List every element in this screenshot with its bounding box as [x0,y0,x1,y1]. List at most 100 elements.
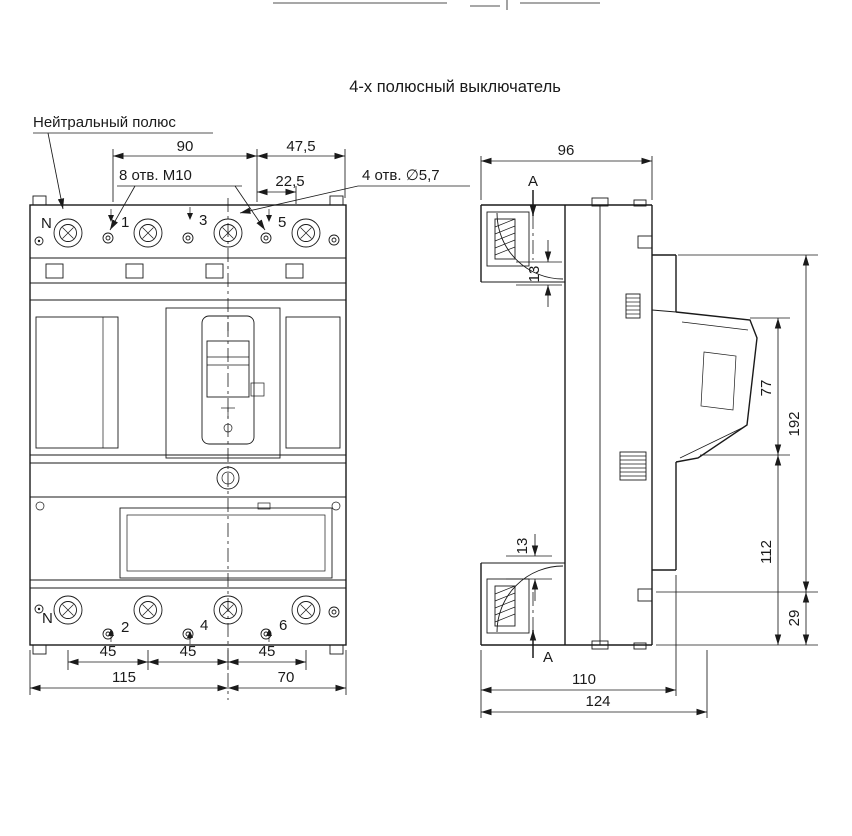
terminal-detail-bottom-part [494,599,516,609]
handle-assembly-part [165,307,281,459]
terminal-screws-bottom-part [53,595,83,625]
dim-192-label: 192 [786,411,803,436]
terminal-screws-top-part [34,236,44,246]
dim-13-top-label: 13 [526,266,543,283]
dim-90-label: 90 [177,138,194,155]
phase-barriers [45,263,304,279]
terminal-detail-bottom-part [494,592,516,602]
cover-clip [637,235,653,249]
label-plate-part [119,507,333,579]
terminal-detail-bottom-part [633,642,647,650]
dim-13-bottom-label: 13 [514,538,531,555]
front-cover-profile-part [651,309,677,313]
terminal-detail-bottom-part [494,585,516,595]
dim-70-label: 70 [278,669,295,686]
dim-110-label: 110 [572,671,596,688]
mount-tab [329,644,344,655]
callout-m10-label: 8 отв. М10 [119,167,192,184]
terminal-detail-top-part [496,212,564,280]
terminal-screws-bottom [34,595,340,645]
terminal-detail-top-part [494,225,516,235]
vent-grille [625,293,641,319]
terminal-screws-top-part [265,208,273,223]
terminal-screws-top-part [53,218,83,248]
terminal-detail-bottom-part [486,578,530,634]
cover-clip [637,588,653,602]
front-cover-profile-part [675,311,758,463]
front-cover-profile-part [681,321,749,331]
terminal-screws-top-part [291,218,321,248]
side-view [480,190,758,652]
terminal-screws-bottom-part [133,595,163,625]
terminal-screws-top [34,206,340,248]
side-dimensions: 96 А 13 77 112 192 29 13 А [480,142,818,718]
terminal-screws-top-part [102,232,114,244]
terminal-detail-bottom [486,565,647,650]
dim-45-label: 45 [180,643,197,660]
pole-label: 2 [121,619,129,636]
dim-124-label: 124 [585,693,610,710]
phase-barriers-part [285,263,304,279]
front-view: N 1 3 5 [29,195,347,700]
left-window [35,316,119,449]
pole-label: 3 [199,212,207,229]
pole-label: 6 [279,617,287,634]
section-mark-top: А [528,173,538,190]
terminal-detail-top-part [494,218,516,260]
pole-label: 1 [121,214,129,231]
terminal-detail-bottom-part [496,565,564,633]
terminal-screws-top-part [186,206,194,221]
mount-tab [329,195,344,206]
pole-label: 5 [278,214,286,231]
handle-slot [700,351,737,411]
crop-artifact [273,0,600,10]
label-plate-part [126,514,326,572]
terminal-detail-bottom-part [494,585,516,627]
front-dimensions-part [47,132,65,210]
terminal-detail-top-part [633,199,647,207]
pole-label: 4 [200,617,208,634]
phase-barriers-part [125,263,144,279]
handle-assembly[interactable] [165,307,281,459]
mount-tab [32,644,47,655]
terminal-detail-bottom-part [591,640,609,650]
terminal-screws-top-part [133,218,163,248]
terminal-detail-top-part [486,211,530,267]
test-button[interactable] [250,382,265,397]
callout-d57-label: 4 отв. ∅5,7 [362,167,440,184]
phase-barriers-part [45,263,64,279]
breaker-body [29,204,347,646]
callout-neutral-label: Нейтральный полюс [33,114,176,131]
terminal-screws-bottom-part [328,606,340,618]
front-dimensions: 90 47,5 22,5 8 отв. М10 4 отв. ∅5,7 Нейт… [29,114,470,695]
vent-grille [619,451,647,481]
dim-45-label: 45 [259,643,276,660]
front-dimensions-part [109,185,136,231]
pole-label: N [42,610,53,627]
terminal-screws-top-part [107,208,115,223]
dim-47-5-label: 47,5 [286,138,315,155]
dim-77-label: 77 [758,380,775,397]
dim-115-label: 115 [112,669,136,686]
terminal-detail-bottom-part [494,606,516,616]
front-dimensions-part [239,185,359,214]
terminal-screws-bottom-part [291,595,321,625]
section-mark-bottom: А [543,649,553,666]
dim-29-label: 29 [786,610,803,627]
mount-tab [32,195,47,206]
dim-96-label: 96 [558,142,575,159]
right-window [285,316,341,449]
terminal-screws-bottom-part [265,628,273,643]
phase-barriers-part [205,263,224,279]
terminal-screws-bottom-part [107,628,115,643]
terminal-detail-top [486,197,647,280]
drawing-title: 4-х полюсный выключатель [349,78,561,96]
dim-45-label: 45 [100,643,117,660]
terminal-screws-top-part [182,232,194,244]
front-cover-profile-part [679,426,745,459]
vent-grille-part [619,451,647,481]
terminal-screws-top-part [328,234,340,246]
label-plate [119,502,333,579]
